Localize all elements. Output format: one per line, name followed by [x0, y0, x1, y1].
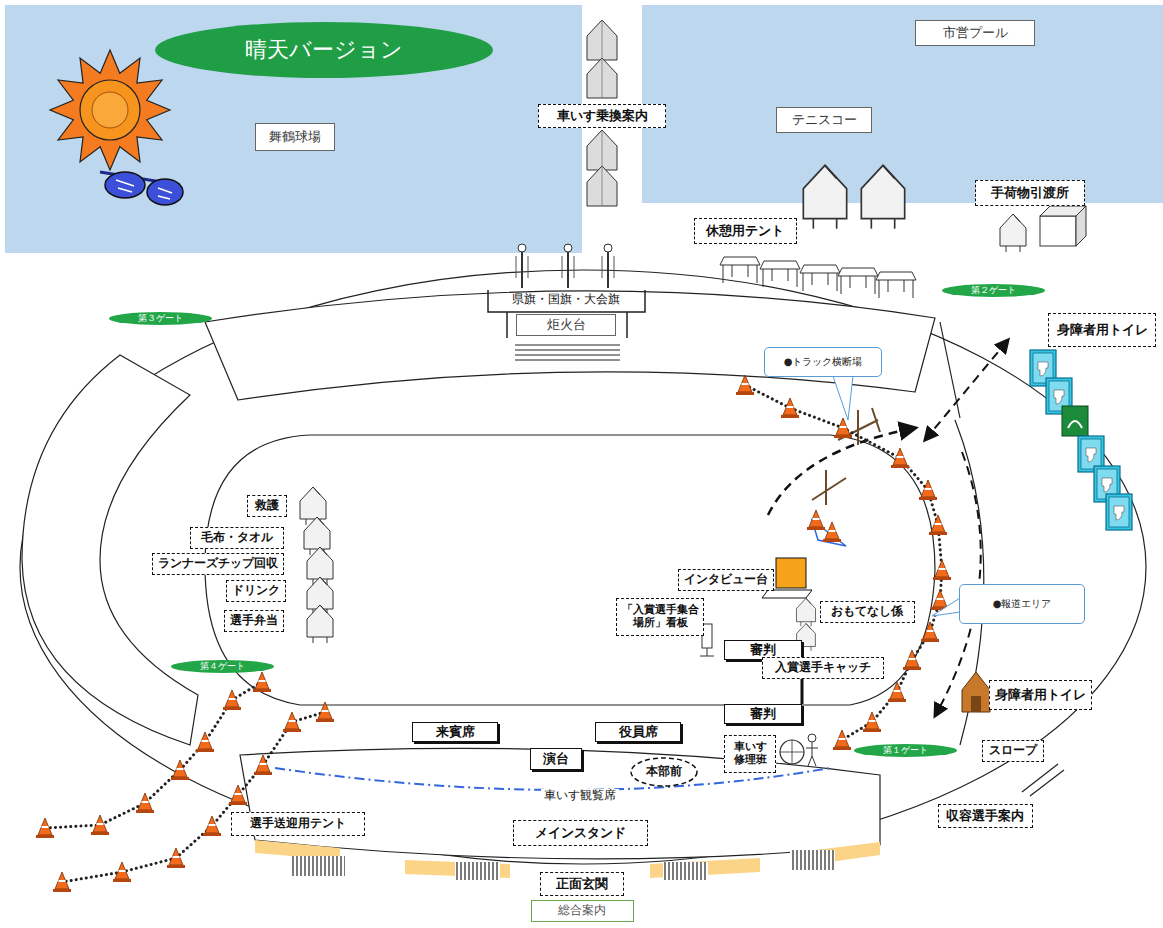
version-badge: 晴天バージョン: [154, 21, 494, 79]
facility-label: 身障者用トイレ: [989, 680, 1092, 710]
facility-label: 休憩用テント: [694, 218, 797, 244]
area-label-box: 炬火台: [516, 314, 616, 336]
info-desk: 総合案内: [531, 900, 634, 922]
node-text: 選手送迎用テント: [250, 817, 346, 831]
facility-label: おもてなし係: [820, 601, 915, 623]
node-text: 「入賞選手集合 場所」看板: [620, 604, 700, 629]
seat-label: 演台: [530, 748, 582, 770]
node-text: ランナーズチップ回収: [158, 557, 278, 571]
node-text: 来賓席: [436, 725, 475, 740]
facility-label: 「入賞選手集合 場所」看板: [616, 598, 704, 636]
node-text: おもてなし係: [831, 605, 903, 619]
node-text: 役員席: [619, 725, 658, 740]
node-text: 正面玄関: [556, 877, 608, 892]
node-text: 審判: [750, 643, 776, 658]
gate-marker: 第３ゲート: [108, 311, 213, 326]
facility-label: ランナーズチップ回収: [152, 553, 284, 575]
node-text: 第３ゲート: [138, 313, 183, 323]
hq-marker: 本部前: [630, 757, 698, 787]
node-text: 収容選手案内: [946, 809, 1024, 824]
facility-label: 身障者用トイレ: [1048, 313, 1156, 347]
node-text: 車いす 修理班: [728, 741, 772, 766]
area-label-box: テニスコー: [776, 107, 872, 133]
facility-label: 車いす 修理班: [724, 735, 776, 773]
facility-label: メインスタンド: [513, 820, 648, 846]
node-text: テニスコー: [792, 113, 857, 128]
node-text: インタビュー台: [684, 573, 768, 587]
node-text: 本部前: [646, 765, 682, 779]
area-label-box: 舞鶴球場: [255, 123, 335, 151]
gate-marker: 第２ゲート: [941, 283, 1046, 298]
node-text: メインスタンド: [535, 826, 626, 841]
node-text: 炬火台: [547, 318, 586, 333]
facility-label: 選手弁当: [224, 610, 284, 632]
seat-label: 役員席: [595, 722, 681, 742]
map-label: 県旗・国旗・大会旗: [509, 293, 623, 307]
node-text: 第４ゲート: [200, 661, 245, 671]
node-text: 晴天バージョン: [245, 37, 403, 62]
node-text: 総合案内: [558, 904, 606, 918]
facility-label: 正面玄関: [540, 872, 624, 896]
facility-label: 入賞選手キャッチ: [762, 657, 884, 679]
node-text: 車いす乗換案内: [557, 109, 648, 124]
gate-marker: 第４ゲート: [170, 659, 275, 674]
facility-label: 選手送迎用テント: [231, 812, 365, 836]
gate-marker: 第１ゲート: [853, 743, 958, 758]
map-label: 車いす観覧席: [541, 789, 619, 803]
node-text: 選手弁当: [230, 614, 278, 628]
node-text: ●トラック横断場: [784, 356, 863, 368]
facility-label: 車いす乗換案内: [538, 104, 666, 128]
node-text: 身障者用トイレ: [995, 688, 1086, 703]
node-text: 毛布・タオル: [201, 531, 273, 545]
callout-box: ●トラック横断場: [764, 347, 882, 377]
node-text: 入賞選手キャッチ: [775, 661, 871, 675]
node-text: ドリンク: [232, 584, 280, 598]
facility-label: ドリンク: [226, 580, 286, 602]
facility-label: 毛布・タオル: [190, 527, 284, 549]
area-label-box: 市営プール: [915, 20, 1035, 46]
facility-label: 救護: [247, 495, 287, 517]
node-text: 救護: [255, 499, 279, 513]
node-text: 市営プール: [943, 26, 1008, 41]
node-text: 身障者用トイレ: [1057, 323, 1148, 338]
node-text: 第２ゲート: [971, 285, 1016, 295]
node-text: 演台: [543, 752, 569, 767]
facility-label: インタビュー台: [678, 569, 774, 591]
facility-label: スロープ: [982, 740, 1044, 762]
facility-label: 収容選手案内: [938, 804, 1033, 828]
facility-label: 手荷物引渡所: [975, 180, 1085, 206]
node-text: 舞鶴球場: [269, 130, 321, 145]
node-text: 手荷物引渡所: [991, 186, 1069, 201]
seat-label: 来賓席: [412, 722, 498, 742]
node-text: ●報道エリア: [993, 598, 1052, 610]
node-text: 審判: [750, 707, 776, 722]
callout-box: ●報道エリア: [959, 584, 1085, 624]
node-text: 休憩用テント: [706, 224, 784, 239]
seat-label: 審判: [724, 704, 802, 724]
node-text: スロープ: [989, 744, 1037, 758]
node-text: 第１ゲート: [883, 745, 928, 755]
